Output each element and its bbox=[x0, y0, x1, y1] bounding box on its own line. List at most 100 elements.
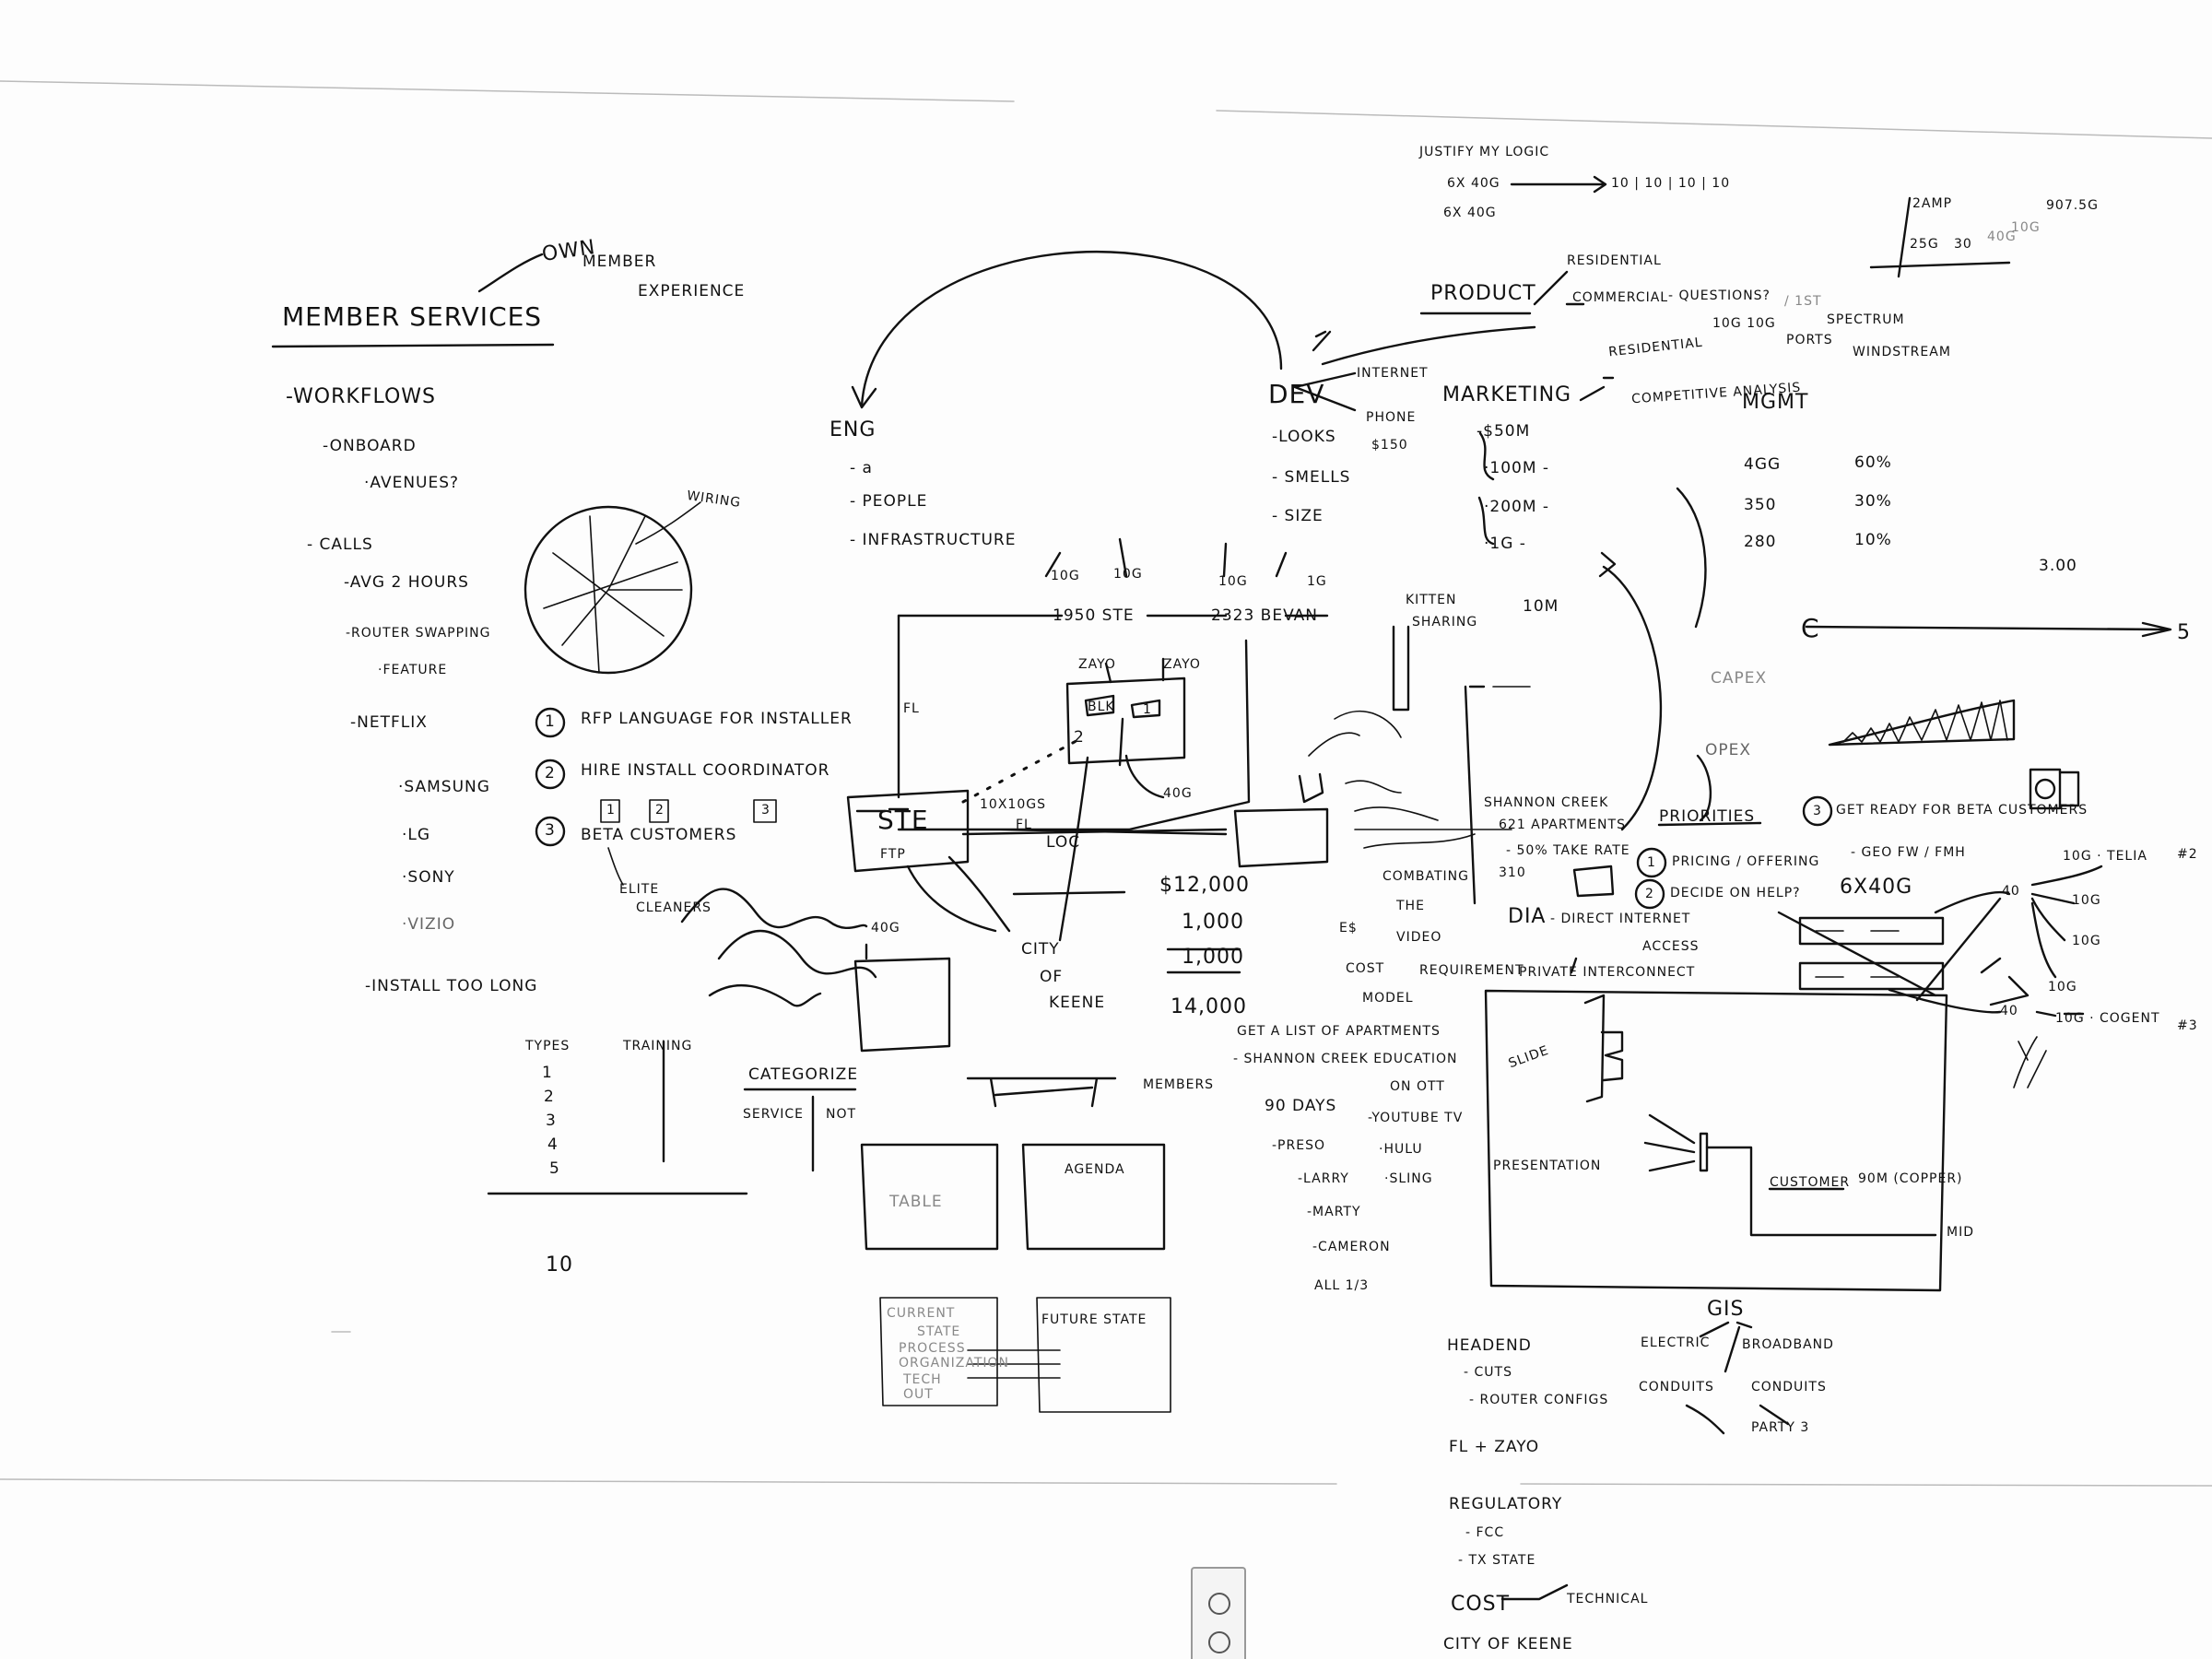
blk-inner-boxes bbox=[1084, 694, 1161, 719]
uplink-ten-2: 10G bbox=[2072, 934, 2101, 948]
links-label: 10X10GS bbox=[980, 797, 1046, 812]
dev-eyes-mark bbox=[1312, 330, 1332, 352]
elite-connector bbox=[607, 847, 624, 886]
table-box bbox=[860, 1143, 999, 1251]
priority-circle-3 bbox=[1802, 795, 1833, 827]
city-label-2: OF bbox=[1040, 968, 1064, 986]
upper-fanout bbox=[2030, 865, 2103, 979]
product-lines bbox=[1419, 270, 1585, 315]
types-row-3: 3 bbox=[546, 1112, 557, 1130]
blk-num-2: 2 bbox=[1074, 728, 1085, 747]
bottom-ste-box bbox=[853, 943, 951, 1053]
own-connector bbox=[477, 253, 544, 293]
equals-label: E$ bbox=[1339, 921, 1358, 935]
eng-item-3: - INFRASTRUCTURE bbox=[850, 531, 1017, 549]
uplink-telia: 10G · TELIA bbox=[2063, 849, 2147, 864]
site-enclosure bbox=[897, 614, 1251, 836]
apartments-label: 621 APARTMENTS bbox=[1499, 818, 1626, 832]
projector-sketch bbox=[1643, 1113, 1709, 1172]
install-too-long-label: -INSTALL TOO LONG bbox=[365, 977, 538, 995]
amp-value-2: 40G bbox=[1987, 229, 2017, 244]
capex-wedge bbox=[1828, 699, 2016, 747]
dev-phone: PHONE bbox=[1366, 410, 1417, 425]
zayo-connectors bbox=[1104, 657, 1165, 684]
capex-bracket bbox=[1676, 487, 1712, 822]
regulatory-item-1: - FCC bbox=[1465, 1525, 1505, 1540]
take-rate-label: - 50% TAKE RATE bbox=[1506, 843, 1630, 858]
justify-arrow bbox=[1510, 175, 1607, 194]
ninety-days-title: 90 DAYS bbox=[1265, 1097, 1337, 1115]
types-header: TYPES bbox=[525, 1039, 571, 1053]
action-circle-2 bbox=[535, 759, 566, 790]
small-box bbox=[1572, 865, 1615, 898]
kitten-label: KITTEN bbox=[1406, 593, 1457, 607]
beta-box-2: 2 bbox=[655, 803, 665, 818]
types-row-2: 2 bbox=[544, 1088, 555, 1106]
curve-to-dia bbox=[1602, 565, 1663, 831]
wiring-spokes bbox=[543, 515, 683, 674]
fl-label-2: FL bbox=[1016, 818, 1032, 832]
blk-box bbox=[1065, 677, 1186, 765]
headend-item-1: - CUTS bbox=[1464, 1365, 1512, 1380]
mgmt-row3-a: 280 bbox=[1744, 533, 1777, 551]
apartments-list-2: - SHANNON CREEK EDUCATION bbox=[1233, 1052, 1458, 1066]
agenda-box bbox=[1021, 1143, 1166, 1251]
site-b-link-2: 1G bbox=[1307, 574, 1327, 589]
ftp-label: FTP bbox=[880, 847, 906, 862]
site-b-link-1: 10G bbox=[1218, 574, 1248, 589]
netflix-label: -NETFLIX bbox=[350, 713, 428, 732]
switch-strike bbox=[1777, 897, 2002, 1002]
justify-title: JUSTIFY MY LOGIC bbox=[1419, 145, 1550, 159]
wiring-circle bbox=[524, 505, 693, 675]
product-commercial: COMMERCIAL bbox=[1572, 290, 1669, 305]
current-note-1: CURRENT bbox=[887, 1306, 956, 1321]
current-note-5: TECH bbox=[903, 1372, 942, 1387]
cost-sum-lines bbox=[1166, 947, 1241, 974]
ste-box bbox=[846, 789, 970, 873]
mgmt-row3-b: 10% bbox=[1854, 531, 1892, 549]
workflows-label: -WORKFLOWS bbox=[286, 385, 436, 408]
cost-1: $12,000 bbox=[1159, 874, 1250, 897]
action-text-2: HIRE INSTALL COORDINATOR bbox=[581, 761, 830, 780]
under-line bbox=[1012, 890, 1126, 896]
uplink-forty-1: 40 bbox=[2002, 884, 2020, 899]
cost-connector bbox=[1500, 1583, 1569, 1601]
swirl-sketch bbox=[1308, 710, 1402, 794]
cost-4: 14,000 bbox=[1171, 995, 1247, 1018]
wall-outlet bbox=[1191, 1567, 1246, 1659]
city-label-1: CITY bbox=[1021, 940, 1060, 959]
requirement-label: REQUIREMENT bbox=[1419, 963, 1524, 978]
the-label: THE bbox=[1396, 899, 1425, 913]
presentation-customer: CUSTOMER bbox=[1770, 1175, 1851, 1190]
ten-m-label: 10M bbox=[1523, 597, 1559, 616]
device-samsung: ·SAMSUNG bbox=[398, 778, 490, 796]
beta-box-3: 3 bbox=[761, 803, 771, 818]
future-state-label: FUTURE STATE bbox=[1041, 1312, 1147, 1327]
dev-item-3: - SIZE bbox=[1272, 507, 1324, 525]
dev-item-1: -LOOKS bbox=[1272, 428, 1336, 446]
blk-to-city-line bbox=[1058, 756, 1089, 942]
ste-label: STE bbox=[877, 805, 929, 835]
kitten-bar bbox=[1392, 625, 1410, 712]
amp-lines bbox=[1869, 196, 2011, 278]
wavy-line-2 bbox=[717, 929, 877, 979]
priority-num-2: 2 bbox=[1645, 887, 1654, 901]
residential-row-ports: PORTS bbox=[1786, 333, 1833, 347]
priority-num-3: 3 bbox=[1813, 804, 1822, 818]
gis-party: PARTY 3 bbox=[1751, 1420, 1810, 1435]
training-header: TRAINING bbox=[623, 1039, 693, 1053]
amp-value-3: 10G bbox=[2011, 220, 2041, 235]
product-slash: / 1ST bbox=[1784, 294, 1822, 309]
uplink-telia-num: #2 bbox=[2177, 847, 2198, 862]
capex-zigzag bbox=[1842, 700, 2008, 743]
money-top: 3.00 bbox=[2039, 557, 2077, 575]
conduit-branches bbox=[1685, 1404, 1790, 1435]
uplink-forty-2: 40 bbox=[2000, 1004, 2018, 1018]
regulatory-item-2: - TX STATE bbox=[1458, 1553, 1536, 1568]
cost-bottom-technical: TECHNICAL bbox=[1567, 1592, 1649, 1606]
categorize-lines bbox=[743, 1088, 857, 1172]
wavy-line-1 bbox=[680, 888, 868, 930]
member-services-title: MEMBER SERVICES bbox=[282, 301, 543, 332]
